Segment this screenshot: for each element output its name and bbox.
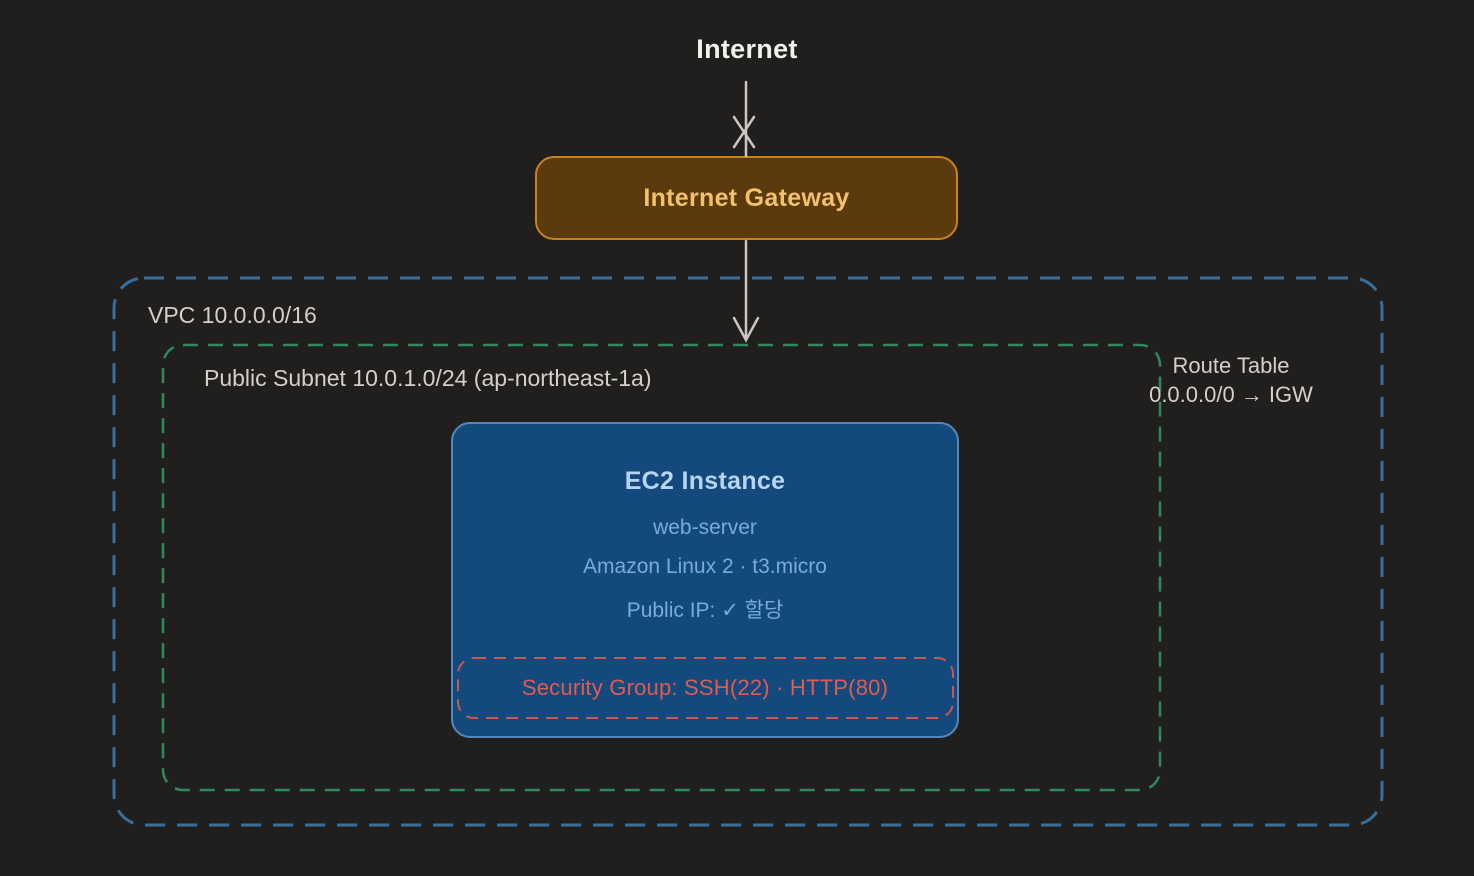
arrowhead-cross-stroke bbox=[732, 115, 756, 149]
internet-label: Internet bbox=[696, 34, 798, 64]
route-table-rule: 0.0.0.0/0 → IGW bbox=[1149, 382, 1313, 407]
route-table-annotation: Route Table 0.0.0.0/0 → IGW bbox=[1131, 351, 1331, 409]
public-subnet-label: Public Subnet 10.0.1.0/24 (ap-northeast-… bbox=[204, 365, 652, 391]
ec2-image-and-type: Amazon Linux 2 · t3.micro bbox=[583, 555, 827, 578]
security-group-label: Security Group: SSH(22) · HTTP(80) bbox=[521, 675, 889, 700]
arrow-igw-to-subnet bbox=[732, 239, 760, 343]
ec2-public-ip-status: Public IP: ✓ 할당 bbox=[626, 599, 784, 622]
arrowhead-down bbox=[732, 316, 760, 343]
ec2-title: EC2 Instance bbox=[624, 467, 786, 495]
arrowhead-cross-stroke bbox=[732, 115, 756, 149]
internet-gateway-label: Internet Gateway bbox=[643, 183, 850, 212]
ec2-instance-node: EC2 Instance web-server Amazon Linux 2 ·… bbox=[452, 423, 958, 737]
route-table-title: Route Table bbox=[1172, 353, 1290, 378]
vpc-label: VPC 10.0.0.0/16 bbox=[148, 302, 317, 328]
ec2-instance-name: web-server bbox=[653, 516, 757, 539]
arrow-internet-to-igw bbox=[732, 80, 756, 158]
